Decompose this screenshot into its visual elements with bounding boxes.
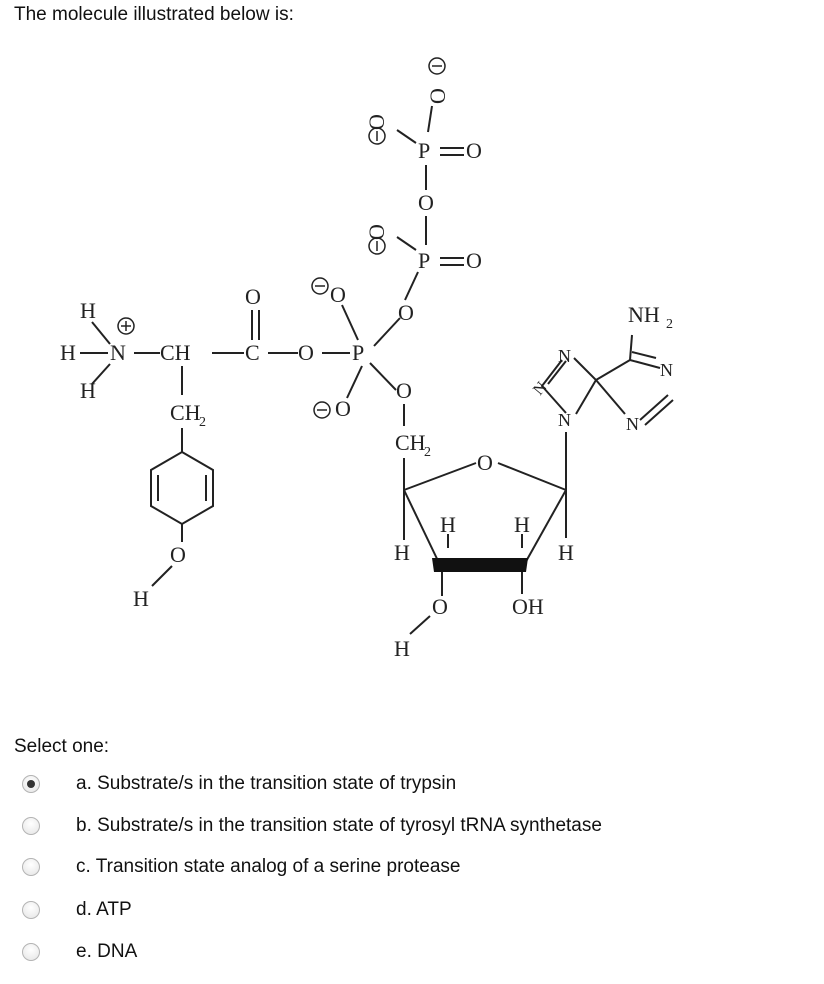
adenine-n7: N: [558, 346, 571, 366]
option-a-radio[interactable]: [22, 775, 40, 793]
gamma-p: P: [418, 138, 430, 163]
minus-charge-icon: [428, 57, 446, 75]
alpha-o-right: O: [398, 300, 414, 325]
option-d-radio[interactable]: [22, 901, 40, 919]
gamma-o-minus: O: [364, 114, 389, 130]
option-a[interactable]: a. Substrate/s in the transition state o…: [22, 769, 456, 799]
option-b-label[interactable]: b. Substrate/s in the transition state o…: [76, 815, 602, 836]
minus-charge-icon: [368, 127, 386, 145]
option-e[interactable]: e. DNA: [22, 937, 137, 967]
tyr-carbonyl-o: O: [245, 284, 261, 309]
beta-o-minus: O: [364, 224, 389, 240]
ribose-ch2: CH: [395, 430, 426, 455]
gamma-o-top: O: [425, 88, 450, 104]
tyr-n: N: [110, 340, 126, 365]
ribose-o3: O: [432, 594, 448, 619]
ribose-h3: H: [394, 540, 410, 565]
adenine-n3: N: [626, 414, 639, 434]
option-c-radio[interactable]: [22, 858, 40, 876]
molecule-bonds: [80, 105, 674, 635]
charge-symbols: [117, 57, 446, 419]
ribose-ch2-sub: 2: [424, 445, 431, 460]
option-d[interactable]: d. ATP: [22, 895, 132, 925]
option-a-label[interactable]: a. Substrate/s in the transition state o…: [76, 773, 457, 794]
ribose-h-o3: H: [394, 636, 410, 661]
ribose-h1: H: [440, 512, 456, 537]
option-e-radio[interactable]: [22, 943, 40, 961]
adenine-n1: N: [660, 360, 673, 380]
tyr-ch2: CH: [170, 400, 201, 425]
tyr-phenol-o: O: [170, 542, 186, 567]
beta-eq-o: O: [466, 248, 482, 273]
tyr-c: C: [245, 340, 260, 365]
molecule-structure: H H N CH C O H O CH 2 O H P O O O O P O …: [60, 57, 674, 661]
tyr-h-top: H: [80, 298, 96, 323]
ribose-h2: H: [514, 512, 530, 537]
tyr-h-left: H: [60, 340, 76, 365]
alpha-o-top: O: [330, 282, 346, 307]
ribose-h4: H: [558, 540, 574, 565]
gamma-eq-o: O: [466, 138, 482, 163]
tyr-ch: CH: [160, 340, 191, 365]
adenine-nh2-sub: 2: [666, 317, 673, 332]
question-text: The molecule illustrated below is:: [14, 4, 294, 25]
option-e-label[interactable]: e. DNA: [76, 941, 138, 962]
ribose-ring-o: O: [477, 450, 493, 475]
option-c-label[interactable]: c. Transition state analog of a serine p…: [76, 856, 461, 877]
beta-p: P: [418, 248, 430, 273]
adenine-nh2: NH: [628, 302, 660, 327]
minus-charge-icon: [311, 277, 329, 295]
alpha-p: P: [352, 340, 364, 365]
molecule-diagram: H H N CH C O H O CH 2 O H P O O O O P O …: [0, 40, 824, 680]
ribose-oh: OH: [512, 594, 544, 619]
alpha-o-bottom: O: [335, 396, 351, 421]
option-c[interactable]: c. Transition state analog of a serine p…: [22, 852, 460, 882]
tyr-h-bottom: H: [80, 378, 96, 403]
adenine-n-tilted: N: [530, 378, 551, 398]
minus-charge-icon: [313, 401, 331, 419]
tyr-ch2-sub: 2: [199, 415, 206, 430]
plus-charge-icon: [117, 317, 135, 335]
tyr-o-link: O: [298, 340, 314, 365]
alpha-o-ester: O: [396, 378, 412, 403]
molecule-labels: H H N CH C O H O CH 2 O H P O O O O P O …: [60, 88, 673, 661]
option-b-radio[interactable]: [22, 817, 40, 835]
bridge-o: O: [418, 190, 434, 215]
tyr-phenol-h: H: [133, 586, 149, 611]
option-d-label[interactable]: d. ATP: [76, 899, 132, 920]
adenine-n9: N: [558, 410, 571, 430]
option-b[interactable]: b. Substrate/s in the transition state o…: [22, 811, 602, 841]
minus-charge-icon: [368, 237, 386, 255]
select-one-label: Select one:: [14, 736, 110, 757]
ribose-bold-bond: [432, 558, 528, 572]
